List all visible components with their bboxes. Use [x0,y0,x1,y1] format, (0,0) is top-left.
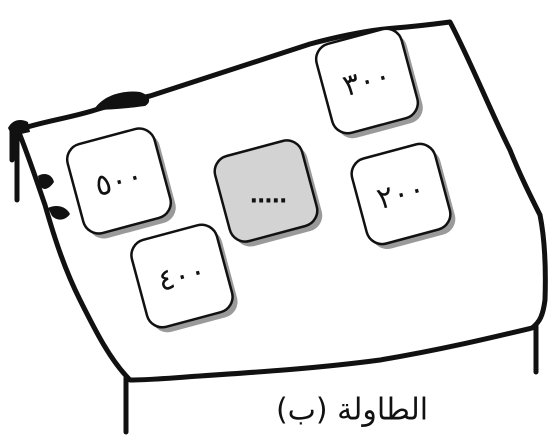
table-caption: الطاولة (ب) [276,393,428,428]
card-blank-value: ..... [250,184,287,209]
